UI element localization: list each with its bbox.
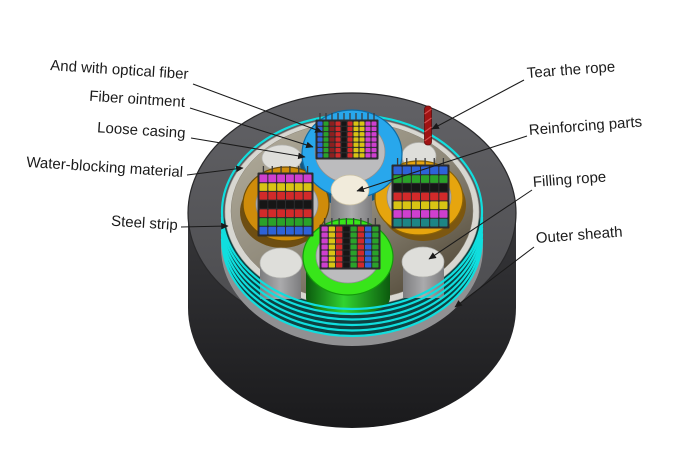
leader-line xyxy=(356,135,528,193)
reinforcing-member xyxy=(330,174,370,206)
leader-line xyxy=(192,83,323,133)
leader-line xyxy=(431,79,525,130)
filling-rope-bottom-right xyxy=(401,246,445,278)
steel-strip-wrap-coil xyxy=(220,227,484,327)
fiber-stack-top xyxy=(315,113,379,160)
steel-strip-wrap-coil xyxy=(220,222,484,321)
tear-rope xyxy=(424,105,432,146)
leader-line xyxy=(428,189,533,260)
fiber-stack-right xyxy=(391,158,450,229)
fiber-stack-bottom xyxy=(319,218,381,270)
leader-line xyxy=(186,165,244,176)
leader-line xyxy=(454,246,535,308)
leader-line xyxy=(189,107,314,149)
filling-rope-bottom-left xyxy=(259,247,303,279)
leader-line xyxy=(180,222,229,230)
leader-line xyxy=(190,137,306,160)
steel-strip-wrap-coil xyxy=(220,238,484,338)
fiber-stack-left xyxy=(257,166,314,237)
steel-strip-wrap-coil xyxy=(220,233,484,332)
steel-strip-wrap-coil xyxy=(220,216,484,316)
